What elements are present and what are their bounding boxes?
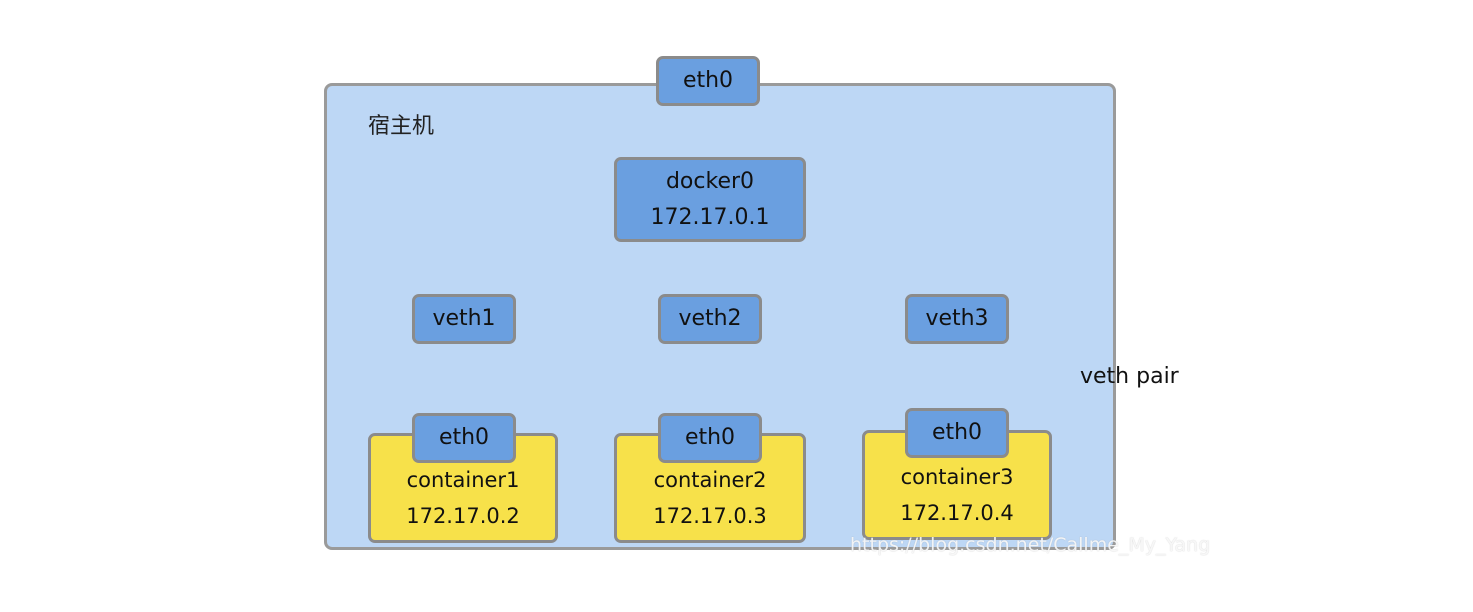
container3-eth0-label: eth0: [931, 420, 983, 445]
container2-ip: 172.17.0.3: [653, 504, 767, 528]
bridge-ip: 172.17.0.1: [650, 204, 770, 230]
veth-pair-annotation: veth pair: [1080, 364, 1179, 389]
veth1-label: veth1: [432, 306, 496, 331]
container2-eth0-label: eth0: [684, 425, 736, 450]
host-eth0-node: eth0: [656, 56, 760, 106]
container3-eth0-node: eth0: [905, 408, 1009, 458]
container1-ip: 172.17.0.2: [406, 504, 520, 528]
container1-name: container1: [406, 468, 520, 492]
veth2-label: veth2: [678, 306, 742, 331]
container1-eth0-label: eth0: [438, 425, 490, 450]
veth3-node: veth3: [905, 294, 1009, 344]
bridge-name: docker0: [665, 168, 755, 194]
watermark-text: https://blog.csdn.net/Callme_My_Yang: [850, 534, 1211, 556]
host-label: 宿主机: [368, 114, 435, 139]
container2-name: container2: [653, 468, 767, 492]
veth2-node: veth2: [658, 294, 762, 344]
container1-box: container1 172.17.0.2: [368, 433, 558, 543]
container3-ip: 172.17.0.4: [900, 501, 1014, 525]
host-eth0-label: eth0: [682, 68, 734, 93]
veth1-node: veth1: [412, 294, 516, 344]
container1-eth0-node: eth0: [412, 413, 516, 463]
docker0-bridge-node: docker0 172.17.0.1: [614, 157, 806, 242]
container2-eth0-node: eth0: [658, 413, 762, 463]
veth3-label: veth3: [925, 306, 989, 331]
container3-name: container3: [900, 465, 1014, 489]
